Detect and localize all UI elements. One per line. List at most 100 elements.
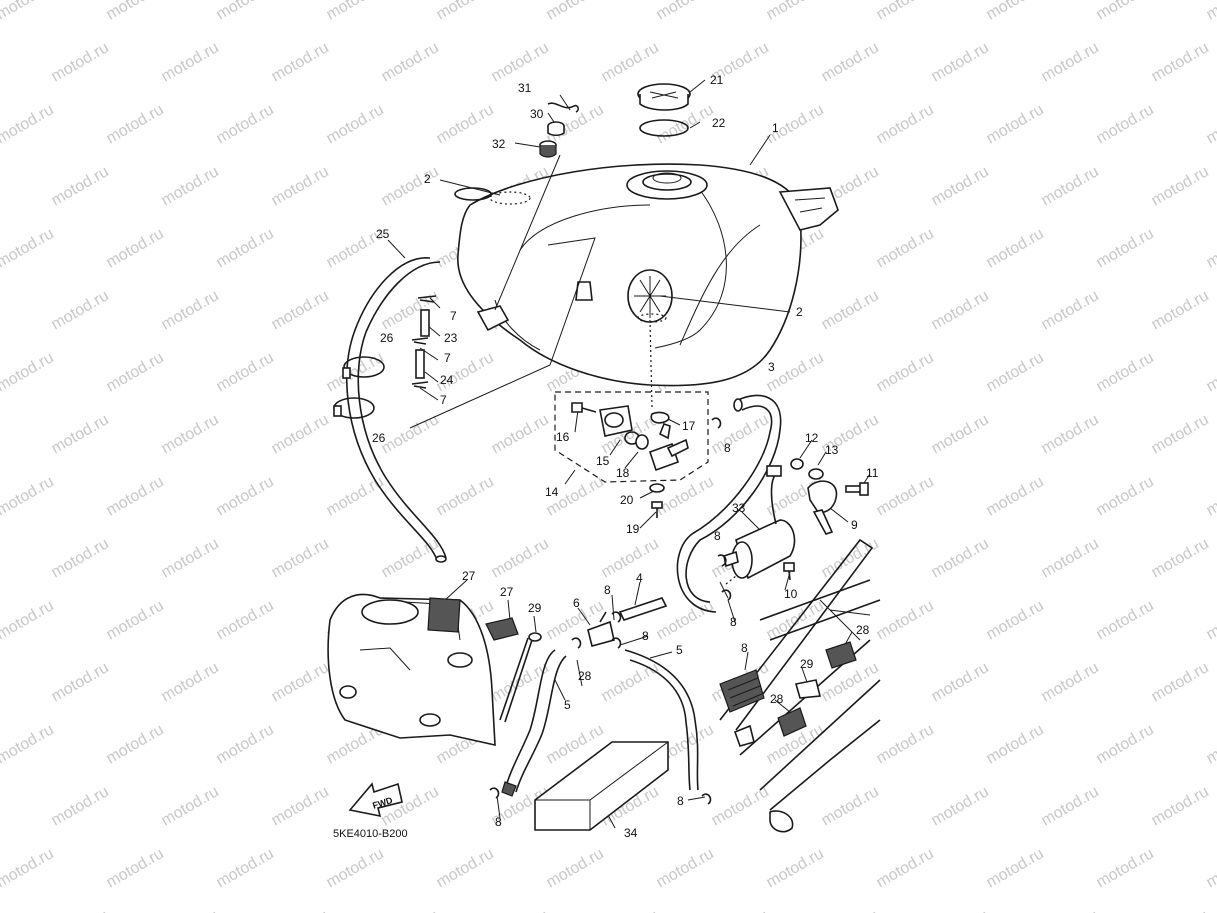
callout: 27 <box>462 569 476 583</box>
callout: 1 <box>772 121 779 135</box>
watermark-text: motod.ru <box>0 659 2 705</box>
watermark-text: motod.ru <box>819 907 882 913</box>
hose-5-right <box>624 649 712 805</box>
watermark-text: motod.ru <box>269 907 332 913</box>
watermark-text: motod.ru <box>929 907 992 913</box>
watermark-text: motod.ru <box>104 597 167 643</box>
fuel-pump <box>717 465 796 585</box>
watermark-text: motod.ru <box>1094 349 1157 395</box>
watermark-text: motod.ru <box>49 39 112 85</box>
watermark-text: motod.ru <box>0 721 57 767</box>
watermark-text: motod.ru <box>1204 721 1217 767</box>
clamp-26-bottom <box>333 397 375 419</box>
callout: 29 <box>800 657 814 671</box>
watermark-text: motod.ru <box>819 39 882 85</box>
callout: 28 <box>856 623 870 637</box>
watermark-text: motod.ru <box>214 721 277 767</box>
callout: 7 <box>440 393 447 407</box>
watermark-text: motod.ru <box>874 721 937 767</box>
watermark-text: motod.ru <box>104 721 167 767</box>
watermark-text: motod.ru <box>1094 0 1157 23</box>
callout: 13 <box>825 443 839 457</box>
watermark-text: motod.ru <box>984 349 1047 395</box>
watermark-text: motod.ru <box>1039 535 1102 581</box>
watermark-text: motod.ru <box>1149 411 1212 457</box>
callout: 8 <box>642 629 649 643</box>
callout-labels: 31 21 30 22 1 32 2 25 2 7 23 26 7 24 3 7… <box>372 73 879 840</box>
callout: 34 <box>624 826 638 840</box>
watermark-text: motod.ru <box>269 163 332 209</box>
watermark-text: motod.ru <box>159 783 222 829</box>
watermark-text: motod.ru <box>214 0 277 23</box>
callout: 7 <box>450 309 457 323</box>
callout: 8 <box>724 441 731 455</box>
watermark-text: motod.ru <box>104 225 167 271</box>
callout: 23 <box>444 331 458 345</box>
watermark-text: motod.ru <box>984 597 1047 643</box>
callout: 18 <box>616 466 630 480</box>
watermark-text: motod.ru <box>49 163 112 209</box>
callout: 28 <box>578 669 592 683</box>
watermark-text: motod.ru <box>874 473 937 519</box>
watermark-text: motod.ru <box>874 349 937 395</box>
watermark-text: motod.ru <box>599 535 662 581</box>
watermark-text: motod.ru <box>1094 597 1157 643</box>
watermark-text: motod.ru <box>324 101 387 147</box>
canister-block <box>534 741 669 831</box>
callout: 26 <box>380 331 394 345</box>
callout: 31 <box>518 81 532 95</box>
watermark-text: motod.ru <box>269 39 332 85</box>
watermark-text: motod.ru <box>984 0 1047 23</box>
joint-6 <box>587 611 615 647</box>
watermark-text: motod.ru <box>214 845 277 891</box>
watermark-text: motod.ru <box>1149 287 1212 333</box>
watermark-text: motod.ru <box>709 783 772 829</box>
watermark-text: motod.ru <box>1204 845 1217 891</box>
watermark-text: motod.ru <box>49 659 112 705</box>
callout: 20 <box>620 493 634 507</box>
callout: 28 <box>770 692 784 706</box>
bolt-11 <box>845 482 869 496</box>
callout: 2 <box>424 172 431 186</box>
watermark-text: motod.ru <box>819 659 882 705</box>
watermark-text: motod.ru <box>214 597 277 643</box>
watermark-text: motod.ru <box>489 39 552 85</box>
callout: 30 <box>530 107 544 121</box>
clips-8-middle <box>571 589 732 649</box>
watermark-text: motod.ru <box>214 101 277 147</box>
watermark-text: motod.ru <box>929 783 992 829</box>
watermark-text: motod.ru <box>874 0 937 23</box>
watermark-text: motod.ru <box>104 349 167 395</box>
watermark-text: motod.ru <box>0 783 2 829</box>
watermark-text: motod.ru <box>1149 783 1212 829</box>
callout: 19 <box>626 522 640 536</box>
callout: 22 <box>712 116 726 130</box>
pump-bracket <box>783 458 869 581</box>
watermark-text: motod.ru <box>489 411 552 457</box>
callout: 32 <box>492 137 506 151</box>
watermark-text: motod.ru <box>379 535 442 581</box>
watermark-text: motod.ru <box>159 411 222 457</box>
callout: 21 <box>710 73 724 87</box>
watermark-text: motod.ru <box>1204 0 1217 23</box>
watermark-text: motod.ru <box>654 845 717 891</box>
watermark-text: motod.ru <box>1039 783 1102 829</box>
washer-20 <box>649 483 665 493</box>
watermark-text: motod.ru <box>434 845 497 891</box>
watermark-text: motod.ru <box>269 411 332 457</box>
watermark-text: motod.ru <box>159 907 222 913</box>
watermark-text: motod.ru <box>159 287 222 333</box>
watermark-text: motod.ru <box>379 163 442 209</box>
watermark-text: motod.ru <box>324 845 387 891</box>
watermark-text: motod.ru <box>104 845 167 891</box>
callout: 16 <box>556 430 570 444</box>
callout: 5 <box>564 698 571 712</box>
watermark-text: motod.ru <box>819 783 882 829</box>
pipe-23 <box>420 309 430 337</box>
watermark-text: motod.ru <box>489 659 552 705</box>
o-ring <box>639 119 689 137</box>
watermark-text: motod.ru <box>214 473 277 519</box>
bolt-10 <box>783 562 795 581</box>
bolt-19 <box>651 501 663 518</box>
watermark-text: motod.ru <box>159 659 222 705</box>
